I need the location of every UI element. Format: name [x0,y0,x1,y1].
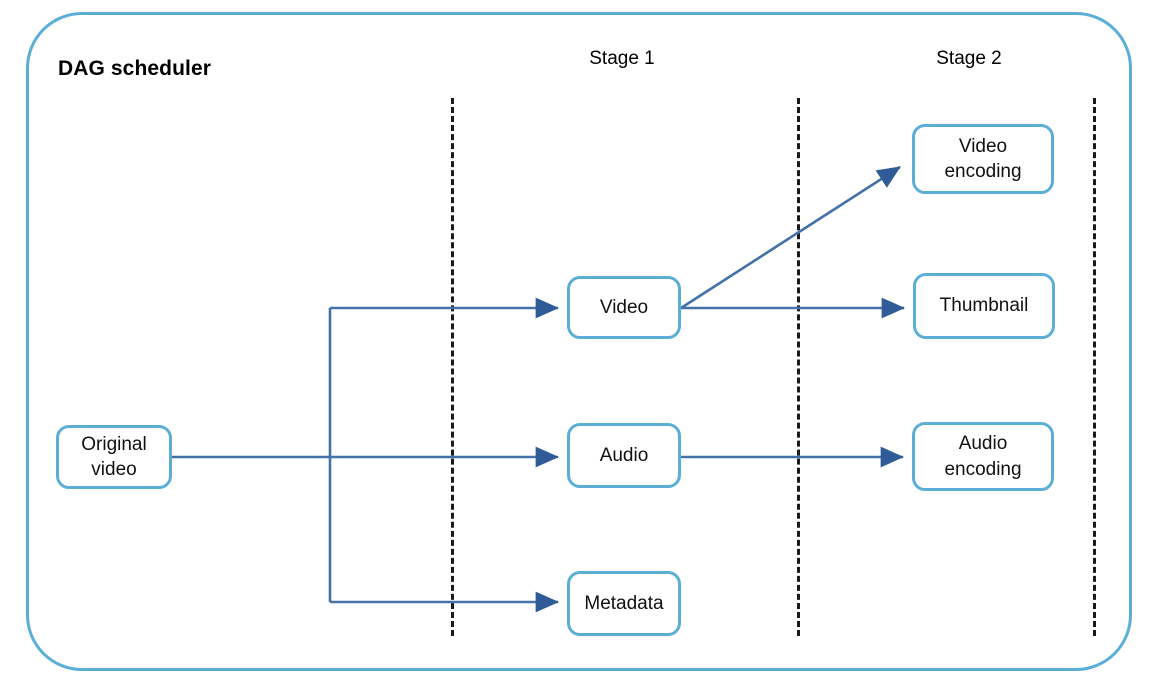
node-video-encoding-line-1: Video [958,135,1008,157]
node-original-video-line-1: Original [81,433,147,455]
node-video-label: Video [599,296,649,318]
node-video-encoding-line-2: encoding [944,161,1022,182]
node-audio-encoding-line-2: encoding [944,458,1022,480]
node-original-video-line-2: video [91,459,137,480]
stage-label-1: Stage 1 [589,48,655,69]
node-original-video[interactable]: Original video [56,425,172,489]
node-audio-label: Audio [599,444,649,466]
stage-divider-2 [797,98,800,636]
node-metadata-label: Metadata [584,592,664,614]
node-video[interactable]: Video [567,276,681,339]
stage-label-2: Stage 2 [936,48,1002,69]
node-audio-encoding[interactable]: Audio encoding [912,422,1054,491]
node-audio-encoding-line-1: Audio [958,433,1008,455]
dag-scheduler-container [26,12,1132,671]
node-metadata[interactable]: Metadata [567,571,681,636]
node-video-encoding[interactable]: Video encoding [912,124,1054,194]
node-thumbnail-label: Thumbnail [939,295,1029,317]
node-thumbnail[interactable]: Thumbnail [913,273,1055,339]
node-audio[interactable]: Audio [567,423,681,488]
page-title: DAG scheduler [58,57,212,80]
stage-divider-3 [1093,98,1096,636]
stage-divider-1 [451,98,454,636]
